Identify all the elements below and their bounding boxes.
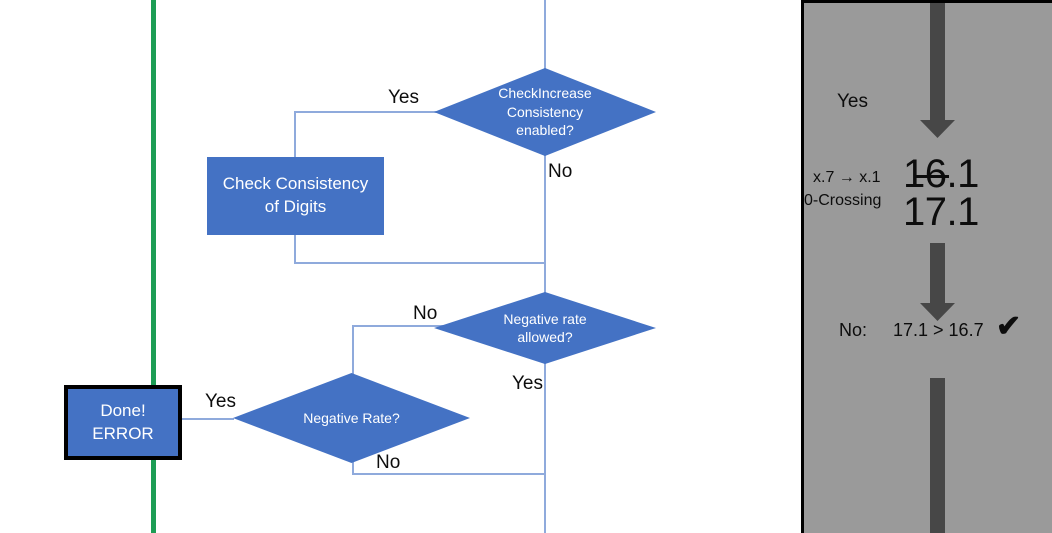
terminal-line-done: Done!: [100, 401, 146, 421]
decision-negative-rate-allowed-label: Negative rate allowed?: [503, 310, 586, 347]
down-arrow-3-shaft: [930, 378, 945, 533]
label-negative-rate-no: No: [376, 452, 401, 473]
panel-value-new: 17.1: [903, 190, 979, 234]
down-arrow-1-head-icon: [920, 120, 955, 138]
decision-check-increase-label: CheckIncrease Consistency enabled?: [498, 84, 591, 139]
label-check-increase-no: No: [548, 161, 573, 182]
process-line-2: of Digits: [264, 197, 327, 216]
connector-negative-rate-no-down: [352, 455, 354, 474]
decision-allowed-line-2: allowed?: [517, 329, 573, 345]
connector-negative-allowed-no-horizontal: [352, 325, 446, 327]
connector-process-to-spine: [294, 262, 545, 264]
label-negative-rate-allowed-yes: Yes: [512, 373, 543, 394]
decision-negative-rate-label: Negative Rate?: [303, 409, 400, 426]
process-check-consistency-of-digits[interactable]: Check Consistency of Digits: [207, 157, 384, 235]
panel-value-old-text: 16.1: [903, 152, 979, 196]
panel-rule-label: x.7 → x.1: [813, 169, 881, 186]
label-check-increase-yes: Yes: [388, 87, 419, 108]
checkmark-icon: ✔: [996, 310, 1022, 343]
panel-comparison-expression: 17.1 > 16.7: [893, 320, 984, 340]
decision-line-1: CheckIncrease: [498, 85, 592, 102]
connector-negative-rate-yes-to-done: [172, 418, 234, 420]
label-negative-rate-allowed-no: No: [413, 303, 438, 324]
green-divider-line: [151, 0, 156, 533]
connector-yes-horizontal: [294, 111, 444, 113]
connector-yes-down-to-process: [294, 111, 296, 157]
decision-line-3: enabled?: [516, 122, 574, 139]
connector-spine-top: [544, 0, 546, 80]
decision-negative-rate[interactable]: Negative Rate?: [233, 373, 470, 463]
connector-negative-allowed-yes-down: [544, 358, 546, 533]
connector-negative-allowed-no-down: [352, 325, 354, 418]
down-arrow-1-shaft: [930, 3, 945, 120]
connector-check-increase-no: [544, 146, 546, 264]
process-label: Check Consistency of Digits: [223, 173, 369, 219]
terminal-line-error: ERROR: [92, 423, 154, 443]
notes-panel: Yes x.7 → x.1 0-Crossing 16.1 17.1 No: 1…: [801, 0, 1052, 533]
panel-value-old: 16.1: [903, 152, 979, 196]
label-negative-rate-yes: Yes: [205, 391, 236, 412]
down-arrow-2-head-icon: [920, 303, 955, 321]
panel-rule-sub-label: 0-Crossing: [804, 192, 882, 209]
decision-check-increase-consistency[interactable]: CheckIncrease Consistency enabled?: [434, 68, 656, 156]
decision-allowed-line-1: Negative rate: [503, 310, 587, 327]
connector-negative-rate-no-to-spine: [352, 473, 546, 475]
down-arrow-2-shaft: [930, 243, 945, 305]
terminal-done-error[interactable]: Done! ERROR: [64, 385, 182, 460]
notes-panel-inner: Yes x.7 → x.1 0-Crossing 16.1 17.1 No: 1…: [804, 3, 1052, 533]
decision-line-2: Consistency: [506, 103, 584, 120]
connector-process-down: [294, 235, 296, 263]
panel-label-yes: Yes: [837, 91, 868, 112]
connector-spine-to-negative-allowed: [544, 262, 546, 293]
process-line-1: Check Consistency: [222, 174, 369, 194]
panel-comparison-prefix: No:: [839, 320, 868, 340]
decision-negative-rate-allowed[interactable]: Negative rate allowed?: [434, 292, 656, 364]
